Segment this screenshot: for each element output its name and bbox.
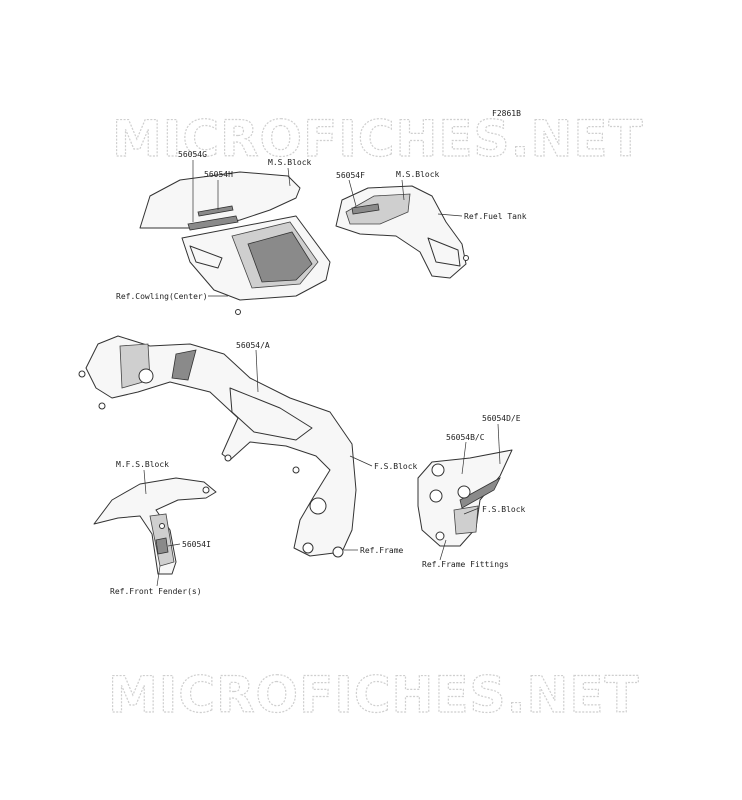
decal-56054i [155, 537, 169, 555]
label-ref-cowling: Ref.Cowling(Center) [116, 292, 208, 301]
figure-code: F2861B [492, 109, 521, 118]
side-cowling-part [139, 171, 331, 315]
fuel-tank-part [335, 185, 469, 279]
label-fs-block-1: F.S.Block [374, 462, 418, 471]
label-ref-frame-fittings: Ref.Frame Fittings [422, 560, 509, 569]
watermark-top: MICROFICHES.NET [112, 110, 644, 168]
label-56054a: 56054/A [236, 341, 270, 350]
decal-56054f [351, 203, 380, 215]
label-56054h: 56054H [204, 170, 233, 179]
label-fs-block-2: F.S.Block [482, 505, 526, 514]
decal-56054h [197, 205, 234, 217]
label-56054i: 56054I [182, 540, 211, 549]
frame-fittings-part [417, 449, 513, 547]
label-ref-frame: Ref.Frame [360, 546, 404, 555]
frame-part [78, 335, 357, 558]
decal-56054g [187, 215, 239, 231]
label-mfs-block: M.F.S.Block [116, 460, 169, 469]
watermark-bottom: MICROFICHES.NET [108, 666, 640, 724]
label-ms-block-1: M.S.Block [268, 158, 312, 167]
label-ms-block-2: M.S.Block [396, 170, 440, 179]
label-56054f: 56054F [336, 171, 365, 180]
label-56054de: 56054D/E [482, 414, 521, 423]
label-56054bc: 56054B/C [446, 433, 485, 442]
front-fender-part [93, 477, 217, 575]
leader-lines [143, 160, 501, 587]
label-ref-front-fender: Ref.Front Fender(s) [110, 587, 202, 596]
label-ref-fuel-tank: Ref.Fuel Tank [464, 212, 527, 221]
label-56054g: 56054G [178, 150, 207, 159]
